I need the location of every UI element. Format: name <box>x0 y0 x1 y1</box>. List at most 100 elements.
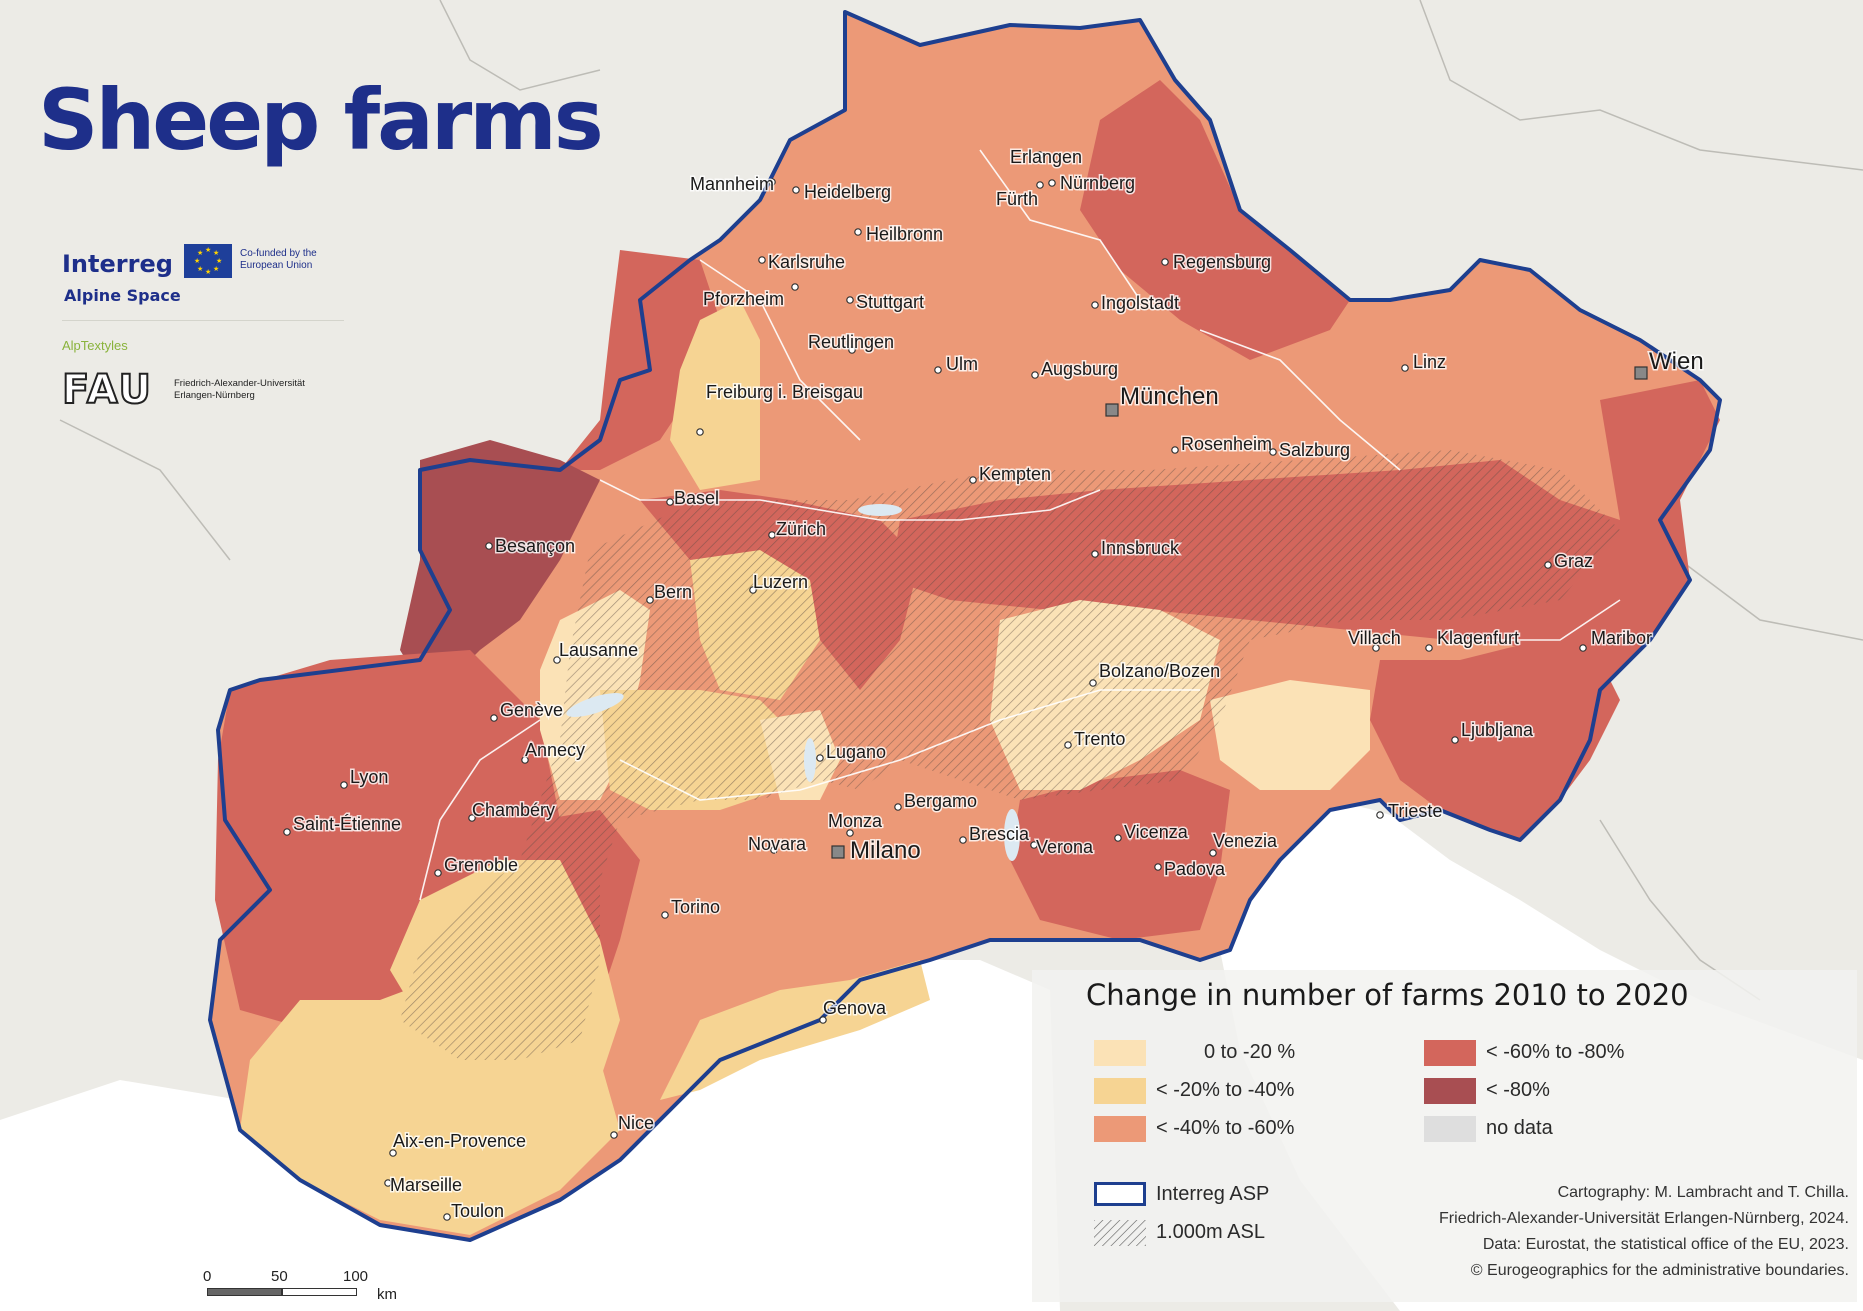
city-label-graz: Graz <box>1554 551 1593 571</box>
city-marker-trieste <box>1376 811 1384 819</box>
city-marker-genova <box>819 1016 827 1024</box>
city-label-torino: Torino <box>671 897 720 917</box>
city-label-trento: Trento <box>1074 729 1125 749</box>
city-label-besan-on: Besançon <box>495 536 575 556</box>
city-marker-regensburg <box>1161 258 1169 266</box>
city-label-m-nchen: München <box>1120 383 1219 410</box>
map-title: Sheep farms <box>38 71 604 169</box>
city-marker-bolzano-bozen <box>1089 679 1097 687</box>
credit-line: © Eurogeographics for the administrative… <box>1470 1262 1849 1279</box>
city-label-aix-en-provence: Aix-en-Provence <box>393 1131 526 1151</box>
eu-flag-icon: ★★★ ★★★ ★★ <box>184 244 232 278</box>
credits: Cartography: M. Lambracht and T. Chilla.… <box>1439 1180 1849 1284</box>
region-regensburg <box>1080 80 1350 360</box>
city-marker-freiburg-i-breisgau <box>696 428 704 436</box>
city-label-regensburg: Regensburg <box>1173 252 1271 272</box>
city-marker-novara <box>770 846 778 854</box>
legend-panel: Change in number of farms 2010 to 2020 0… <box>1032 970 1857 1302</box>
city-label-monza: Monza <box>828 811 883 831</box>
scale-bar: 0 50 100 km <box>203 1268 403 1308</box>
city-label-heidelberg: Heidelberg <box>804 182 891 202</box>
city-label-toulon: Toulon <box>451 1201 504 1221</box>
city-marker-karlsruhe <box>758 256 766 264</box>
city-marker-pforzheim <box>791 283 799 291</box>
legend-label: < -40% to -60% <box>1156 1117 1295 1139</box>
city-label-maribor: Maribor <box>1591 628 1652 648</box>
city-label-luzern: Luzern <box>753 572 808 592</box>
city-label-vicenza: Vicenza <box>1124 822 1189 842</box>
scale-tick: 50 <box>271 1268 288 1285</box>
fau-name: Friedrich-Alexander-Universität Erlangen… <box>174 378 305 401</box>
city-label-milano: Milano <box>850 837 921 864</box>
city-label-heilbronn: Heilbronn <box>866 224 943 244</box>
city-label-chamb-ry: Chambéry <box>472 800 555 820</box>
city-marker-n-rnberg <box>1048 179 1056 187</box>
scale-segment <box>282 1288 357 1296</box>
hatch-swatch <box>1094 1220 1146 1246</box>
city-label-bergamo: Bergamo <box>904 791 977 811</box>
region-slovenia <box>1370 640 1620 840</box>
city-marker-graz <box>1544 561 1552 569</box>
city-label-marseille: Marseille <box>390 1175 462 1195</box>
city-marker-maribor <box>1579 644 1587 652</box>
city-label-ljubljana: Ljubljana <box>1461 720 1534 740</box>
city-marker-saint-tienne <box>283 828 291 836</box>
city-label-trieste: Trieste <box>1388 801 1442 821</box>
city-marker-augsburg <box>1031 371 1039 379</box>
logo-divider <box>62 320 344 321</box>
city-label-augsburg: Augsburg <box>1041 359 1118 379</box>
city-marker-lyon <box>340 781 348 789</box>
city-label-innsbruck: Innsbruck <box>1101 538 1180 558</box>
city-label-lugano: Lugano <box>826 742 886 762</box>
eu-cofunded-text: Co-funded by the European Union <box>240 248 317 271</box>
city-marker-torino <box>661 911 669 919</box>
credit-line: Cartography: M. Lambracht and T. Chilla. <box>1557 1184 1849 1201</box>
city-label-villach: Villach <box>1348 628 1401 648</box>
city-label-bern: Bern <box>654 582 692 602</box>
fau-logo: FAU <box>61 367 153 413</box>
region-freiburg <box>670 300 760 490</box>
legend-swatch <box>1094 1078 1146 1104</box>
legend-swatch <box>1424 1040 1476 1066</box>
city-marker-f-rth <box>1036 181 1044 189</box>
project-label: AlpTextyles <box>62 338 128 353</box>
city-marker-innsbruck <box>1091 550 1099 558</box>
city-label-gen-ve: Genève <box>500 700 563 720</box>
city-marker-marseille <box>384 1179 392 1187</box>
legend-swatch <box>1094 1116 1146 1142</box>
region-nw-dark <box>560 250 720 470</box>
interreg-asp-region <box>208 10 1722 1242</box>
city-marker-mannheim <box>768 178 776 186</box>
city-label-pforzheim: Pforzheim <box>703 289 784 309</box>
city-marker-salzburg <box>1269 448 1277 456</box>
city-marker-heidelberg <box>792 186 800 194</box>
credit-line: Friedrich-Alexander-Universität Erlangen… <box>1439 1210 1849 1227</box>
scale-tick: 0 <box>203 1268 212 1285</box>
legend-label: 1.000m ASL <box>1156 1221 1265 1243</box>
legend-label: < -20% to -40% <box>1156 1079 1295 1101</box>
city-label-nice: Nice <box>618 1113 654 1133</box>
city-marker-rosenheim <box>1171 446 1179 454</box>
city-label-freiburg-i-breisgau: Freiburg i. Breisgau <box>706 382 863 402</box>
city-marker-z-rich <box>768 531 776 539</box>
region-veneto <box>1010 770 1230 940</box>
city-marker-venezia <box>1209 849 1217 857</box>
region-east-dark <box>1540 380 1720 700</box>
country-borders <box>59 0 1863 1001</box>
credit-line: Data: Eurostat, the statistical office o… <box>1482 1236 1849 1253</box>
city-marker-nice <box>610 1131 618 1139</box>
city-marker-milano <box>831 845 845 859</box>
city-marker-heilbronn <box>854 228 862 236</box>
city-marker-trento <box>1064 741 1072 749</box>
city-label-stuttgart: Stuttgart <box>856 292 924 312</box>
hatch-alps <box>400 450 1620 1060</box>
city-label-ingolstadt: Ingolstadt <box>1101 293 1179 313</box>
region-besancon <box>400 440 600 700</box>
legend-label: no data <box>1486 1117 1553 1139</box>
city-marker-klagenfurt <box>1425 644 1433 652</box>
legend-label: < -60% to -80% <box>1486 1041 1625 1063</box>
city-marker-m-nchen <box>1105 403 1119 417</box>
city-label-n-rnberg: Nürnberg <box>1060 173 1135 193</box>
legend-swatch <box>1424 1078 1476 1104</box>
